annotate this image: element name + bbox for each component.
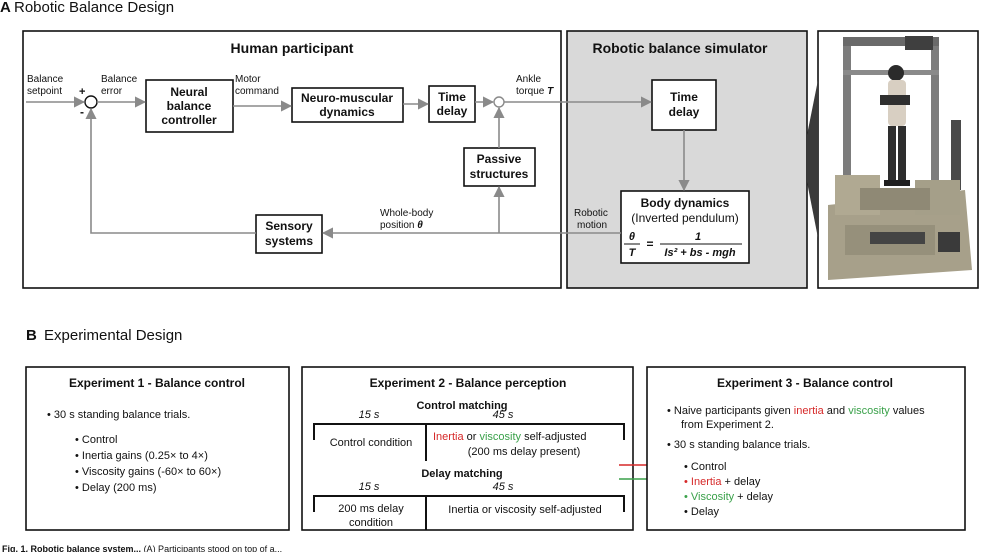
- neuromuscular-line-2: dynamics: [319, 105, 375, 119]
- label-robotic: Robotic: [574, 208, 608, 219]
- label-balance-error-2: error: [101, 86, 123, 97]
- neural-line-3: controller: [161, 113, 217, 127]
- exp3-bullet-1-line-2: from Experiment 2.: [681, 419, 774, 431]
- label-position: position θ: [380, 220, 423, 231]
- neuromuscular-block: [291, 87, 404, 123]
- label-motor: Motor: [235, 74, 261, 85]
- exp3-item-4: • Delay: [684, 506, 720, 518]
- sensory-line-1: Sensory: [265, 219, 313, 233]
- exp2-box: [301, 366, 634, 531]
- passive-structures-block: [463, 147, 536, 187]
- figure-caption: Fig. 1. Robotic balance system... (A) Pa…: [2, 544, 282, 552]
- panel-b-letter: B: [26, 327, 37, 344]
- eq-lhs-num: θ: [629, 231, 635, 243]
- exp2-delay-heading: Delay matching: [421, 468, 502, 480]
- neural-line-1: Neural: [170, 85, 207, 99]
- exp2-delay-cond-2: condition: [349, 517, 393, 529]
- exp3-item-2: • Inertia + delay: [684, 476, 761, 488]
- passive-line-2: structures: [470, 167, 529, 181]
- body-dynamics-line-2: (Inverted pendulum): [631, 211, 738, 225]
- exp1-item-2: • Inertia gains (0.25× to 4×): [75, 450, 208, 462]
- eq-rhs-num: 1: [695, 231, 701, 243]
- exp2-title: Experiment 2 - Balance perception: [370, 376, 567, 390]
- label-plus: +: [79, 86, 85, 98]
- exp2-delay-cond-1: 200 ms delay: [338, 503, 404, 515]
- time-delay-line-2: delay: [437, 104, 468, 118]
- exp1-bullet-main: • 30 s standing balance trials.: [47, 409, 190, 421]
- label-balance-error-1: Balance: [101, 74, 138, 85]
- label-minus: -: [80, 105, 84, 119]
- eq-rhs-den: Is² + bs - mgh: [664, 247, 735, 259]
- exp1-title: Experiment 1 - Balance control: [69, 376, 245, 390]
- panel-a-title: Robotic Balance Design: [14, 0, 174, 16]
- sum-junction-2: [493, 96, 505, 108]
- exp1-item-4: • Delay (200 ms): [75, 482, 157, 494]
- exp1-item-1: • Control: [75, 434, 117, 446]
- robotic-simulator-title: Robotic balance simulator: [592, 40, 768, 56]
- sensory-line-2: systems: [265, 234, 313, 248]
- sim-delay-line-1: Time: [670, 90, 698, 104]
- body-dynamics-line-1: Body dynamics: [641, 196, 730, 210]
- neuromuscular-line-1: Neuro-muscular: [301, 91, 393, 105]
- exp2-t3: 15 s: [359, 481, 380, 493]
- exp2-delay-adjusted: Inertia or viscosity self-adjusted: [448, 504, 601, 516]
- exp3-title: Experiment 3 - Balance control: [717, 376, 893, 390]
- neural-line-2: balance: [167, 99, 212, 113]
- exp2-delay-present: (200 ms delay present): [468, 446, 581, 458]
- arrow-sensory-to-sum: [85, 107, 256, 234]
- label-balance: Balance: [27, 74, 64, 85]
- time-delay-block: [428, 85, 476, 123]
- human-participant-title: Human participant: [231, 40, 354, 56]
- control-timeline: [313, 423, 625, 440]
- body-dynamics-block: [620, 190, 750, 264]
- robot-photo: [822, 36, 972, 285]
- eq-equals: =: [646, 237, 653, 251]
- exp3-bullet-2: • 30 s standing balance trials.: [667, 439, 810, 451]
- exp1-item-3: • Viscosity gains (-60× to 60×): [75, 466, 221, 478]
- exp3-item-1: • Control: [684, 461, 726, 473]
- exp2-control-heading: Control matching: [416, 400, 507, 412]
- sim-time-delay-block: [651, 79, 717, 131]
- exp3-bullet-1: • Naive participants given inertia and v…: [667, 405, 925, 417]
- sensory-systems-block: [255, 214, 323, 254]
- label-setpoint: setpoint: [27, 86, 62, 97]
- exp2-control-condition: Control condition: [330, 437, 413, 449]
- exp2-t1: 15 s: [359, 409, 380, 421]
- exp2-t4: 45 s: [493, 481, 514, 493]
- eq-lhs-den: T: [629, 247, 637, 259]
- exp3-box: [646, 366, 966, 531]
- delay-timeline: [313, 495, 625, 512]
- neural-controller-block: [145, 79, 234, 133]
- exp2-adjusted-line: Inertia or viscosity self-adjusted: [433, 431, 586, 443]
- label-command: command: [235, 86, 279, 97]
- label-ankle: Ankle: [516, 74, 541, 85]
- sum-junction-1: [84, 95, 98, 109]
- sim-delay-line-2: delay: [669, 105, 700, 119]
- label-whole-body: Whole-body: [380, 208, 433, 219]
- label-motion: motion: [577, 220, 607, 231]
- exp2-t2: 45 s: [493, 409, 514, 421]
- photo-projection: [807, 80, 818, 238]
- passive-line-1: Passive: [477, 152, 522, 166]
- panel-a-letter: A: [0, 0, 11, 16]
- time-delay-line-1: Time: [438, 90, 466, 104]
- exp3-item-3: • Viscosity + delay: [684, 491, 773, 503]
- label-torque: torque T: [516, 86, 554, 97]
- panel-b-title: Experimental Design: [44, 327, 182, 344]
- exp1-box: [25, 366, 290, 531]
